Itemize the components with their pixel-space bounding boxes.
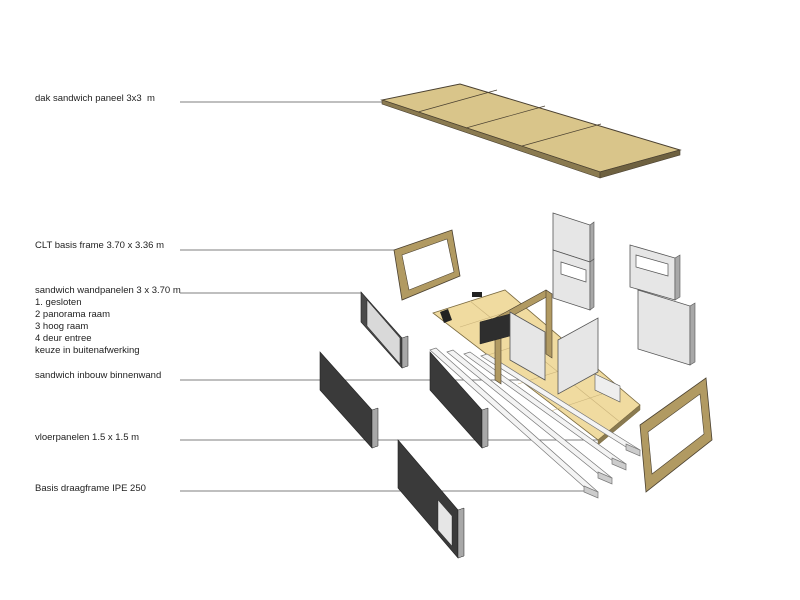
beam-end-2 <box>597 471 613 485</box>
stool <box>472 292 482 297</box>
roof-seam-1 <box>417 89 498 113</box>
wall-panel-closed-top-edge <box>589 221 595 263</box>
wall-panels-left <box>319 291 489 559</box>
wall-panel-panorama-edge <box>674 254 681 301</box>
roof-panel-side <box>599 149 681 179</box>
window-opening-1 <box>560 261 587 283</box>
label-inner-wall: sandwich inbouw binnenwand <box>35 370 162 381</box>
roof-panel-top <box>380 83 682 173</box>
beam-end-4 <box>625 443 641 457</box>
wall-panel-dark-1 <box>319 351 373 449</box>
label-wall-high-window: 3 hoog raam <box>35 321 89 332</box>
label-roof-panel: dak sandwich paneel 3x3 m <box>35 93 155 104</box>
roof-seam-3 <box>521 123 602 147</box>
base-frame-beams <box>429 347 641 499</box>
wall-panel-dark-2-edge <box>481 407 489 449</box>
inner-wall-2 <box>557 317 599 395</box>
label-wall-panorama: 2 panorama raam <box>35 309 110 320</box>
label-wall-panels: sandwich wandpanelen 3 x 3.70 m <box>35 285 181 296</box>
wall-panel-dark-3-edge <box>457 507 465 559</box>
label-wall-door: 4 deur entree <box>35 333 92 344</box>
floor-seam-1 <box>459 310 511 328</box>
roof-seam-2 <box>465 105 546 129</box>
clt-frame-right-opening <box>647 393 705 475</box>
chair-1 <box>440 309 452 323</box>
door-opening <box>366 299 401 365</box>
leader-lines <box>180 101 598 492</box>
wall-panels-right-upper <box>552 212 696 366</box>
clt-frame-right <box>639 377 713 493</box>
wall-panel-closed-right <box>637 289 691 366</box>
floor-seam-4 <box>547 391 609 413</box>
beam-end-3 <box>611 457 627 471</box>
clt-frame-left <box>393 229 461 301</box>
wall-panel-dark-1-edge <box>371 407 379 449</box>
bed <box>594 373 621 403</box>
wall-panel-door-edge <box>401 335 409 369</box>
label-floor-panels: vloerpanelen 1.5 x 1.5 m <box>35 432 140 443</box>
door-frame-right <box>545 289 553 359</box>
glass-door <box>437 499 453 547</box>
wall-panel-high-window-edge <box>589 258 595 311</box>
wall-panel-closed-right-edge <box>689 302 696 366</box>
beam-end-1 <box>583 485 599 499</box>
clt-frame-opening <box>401 238 455 291</box>
label-clt-frame: CLT basis frame 3.70 x 3.36 m <box>35 240 165 251</box>
inner-wall-1 <box>509 311 546 381</box>
label-wall-finish: keuze in buitenafwerking <box>35 345 140 356</box>
roof-panels <box>380 83 682 179</box>
window-opening-2 <box>635 254 669 277</box>
label-wall-closed: 1. gesloten <box>35 297 82 308</box>
label-base-frame: Basis draagframe IPE 250 <box>35 483 146 494</box>
interior <box>440 289 621 403</box>
